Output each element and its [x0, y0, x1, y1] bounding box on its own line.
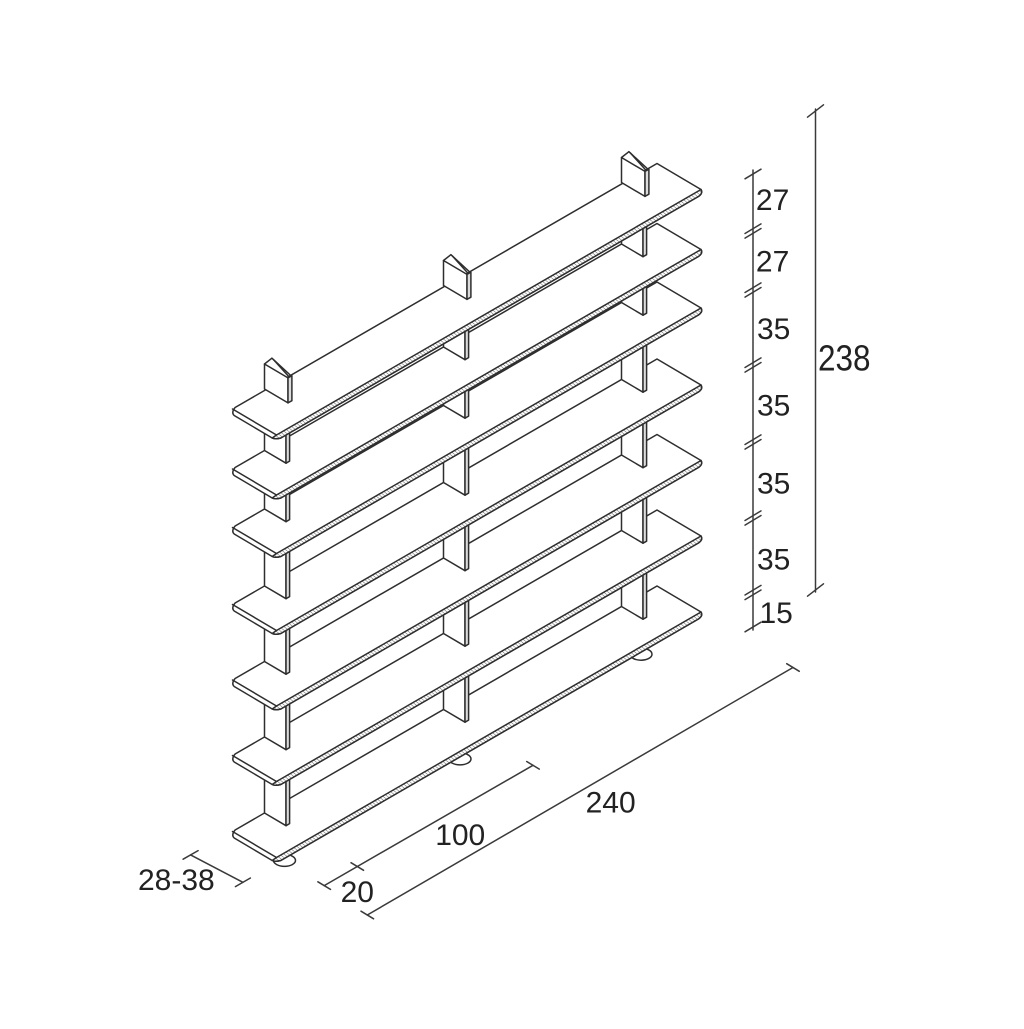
svg-text:20: 20 — [341, 876, 374, 909]
svg-text:100: 100 — [435, 819, 485, 852]
svg-text:35: 35 — [757, 468, 790, 501]
svg-text:240: 240 — [586, 787, 636, 820]
svg-text:15: 15 — [760, 597, 793, 630]
svg-text:35: 35 — [757, 390, 790, 423]
svg-text:238: 238 — [818, 338, 871, 379]
svg-text:27: 27 — [756, 184, 789, 217]
svg-text:35: 35 — [757, 544, 790, 577]
svg-text:27: 27 — [756, 246, 789, 279]
svg-text:28-38: 28-38 — [138, 864, 215, 897]
svg-text:35: 35 — [757, 313, 790, 346]
